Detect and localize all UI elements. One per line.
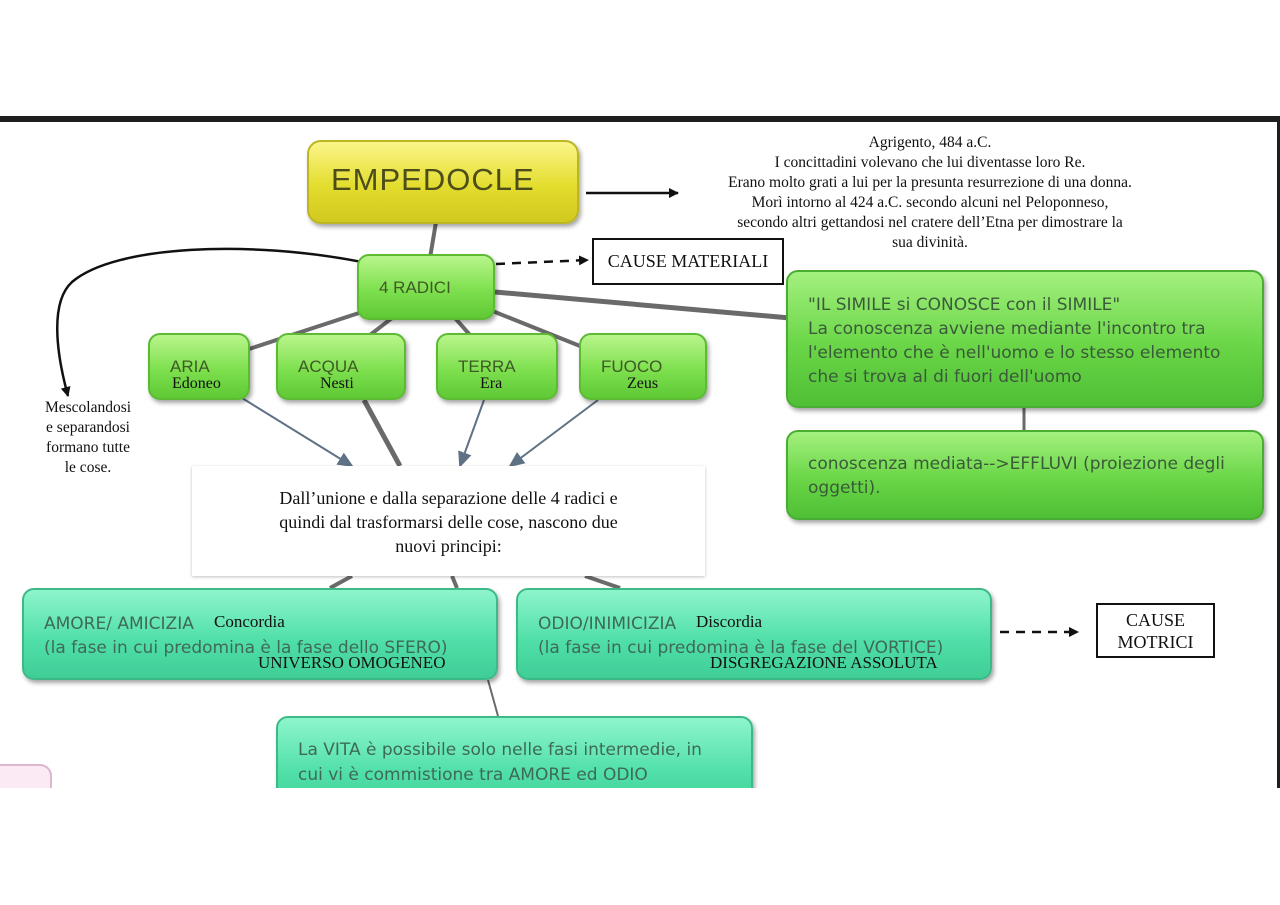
element-god: Edoneo (172, 375, 221, 392)
vita-line: La VITA è possibile solo nelle fasi inte… (298, 740, 702, 760)
mesc-line: Mescolandosi (44, 399, 132, 416)
element-acqua-node[interactable]: ACQUA Nesti (276, 333, 406, 400)
vita-line: cui vi è commistione tra AMORE ed ODIO (298, 765, 648, 785)
element-name: ARIA (170, 357, 210, 376)
simile-line: "IL SIMILE si CONOSCE con il SIMILE" (808, 295, 1121, 315)
page-margin (0, 788, 1280, 905)
arrow-radici-mescolandosi (56, 247, 363, 397)
link-radici-terra (453, 316, 472, 337)
link-union-odio (584, 574, 621, 590)
bio-line: I concittadini volevano che lui diventas… (774, 154, 1086, 171)
link-radici-aria (239, 310, 363, 354)
link-radici-simile (494, 289, 791, 321)
radici-label: 4 RADICI (379, 278, 451, 297)
mescolandosi-text: Mescolandosi e separandosi formano tutte… (30, 398, 146, 478)
element-name: FUOCO (601, 357, 663, 376)
union-line: Dall’unione e dalla separazione delle 4 … (279, 488, 618, 508)
radici-node[interactable]: 4 RADICI (357, 254, 495, 320)
element-god: Nesti (320, 375, 354, 392)
arrow-terra-union (458, 399, 485, 468)
effluvi-text: conoscenza mediata-->EFFLUVI (proiezione… (808, 452, 1225, 500)
empedocle-node[interactable]: EMPEDOCLE (307, 140, 579, 224)
union-box[interactable]: Dall’unione e dalla separazione delle 4 … (192, 466, 705, 576)
arrow-aria-union (241, 397, 354, 468)
amore-node[interactable]: AMORE/ AMICIZIA Concordia (la fase in cu… (22, 588, 498, 680)
bio-line: Morì intorno al 424 a.C. secondo alcuni … (751, 194, 1109, 211)
bio-line: Agrigento, 484 a.C. (868, 134, 992, 151)
window-right-border (1277, 116, 1280, 790)
link-amore-vita (487, 679, 499, 717)
odio-phase: (la fase in cui predomina è la fase del … (538, 638, 944, 658)
link-radici-fuoco (489, 308, 591, 352)
simile-text: "IL SIMILE si CONOSCE con il SIMILE" La … (808, 293, 1220, 389)
bio-line: secondo altri gettandosi nel cratere del… (737, 214, 1123, 231)
cause-materiali-box: CAUSE MATERIALI (592, 238, 784, 285)
link-union-center (450, 575, 459, 589)
effluvi-node[interactable]: conoscenza mediata-->EFFLUVI (proiezione… (786, 430, 1264, 520)
simile-line: l'elemento che è nell'uomo e lo stesso e… (808, 343, 1221, 363)
amore-label: AMORE/ AMICIZIA (44, 614, 194, 634)
link-empedocle-radici (428, 221, 438, 259)
cause-motrici-box: CAUSE MOTRICI (1096, 603, 1215, 658)
odio-node[interactable]: ODIO/INIMICIZIA Discordia (la fase in cu… (516, 588, 992, 680)
element-aria-node[interactable]: ARIA Edoneo (148, 333, 250, 400)
odio-discordia: Discordia (696, 612, 763, 631)
amore-phase: (la fase in cui predomina è la fase dell… (44, 638, 448, 658)
empedocle-label: EMPEDOCLE (331, 162, 535, 197)
link-radici-acqua (368, 316, 394, 337)
cause-materiali-label: CAUSE MATERIALI (607, 251, 769, 271)
element-name: TERRA (458, 357, 516, 376)
union-line: nuovi principi: (395, 536, 502, 556)
vita-text: La VITA è possibile solo nelle fasi inte… (298, 738, 702, 788)
arrow-fuoco-union (508, 399, 599, 468)
simile-line: che si trova al di fuori dell'uomo (808, 367, 1082, 387)
element-name: ACQUA (298, 357, 359, 376)
bio-line: Erano molto grati a lui per la presunta … (728, 174, 1132, 191)
mesc-line: le cose. (64, 459, 112, 476)
element-god: Zeus (627, 375, 659, 392)
odio-caption: DISGREGAZIONE ASSOLUTA (710, 653, 938, 672)
amore-concordia: Concordia (214, 612, 285, 631)
cause-motrici-line: CAUSE (1125, 610, 1185, 630)
link-union-amore (329, 574, 353, 590)
union-line: quindi dal trasformarsi delle cose, nasc… (279, 512, 618, 532)
bio-line: sua divinità. (892, 234, 968, 251)
link-acqua-union (361, 398, 403, 468)
effluvi-line: oggetti). (808, 478, 881, 498)
effluvi-line: conoscenza mediata-->EFFLUVI (proiezione… (808, 454, 1225, 474)
simile-node[interactable]: "IL SIMILE si CONOSCE con il SIMILE" La … (786, 270, 1264, 408)
odio-label: ODIO/INIMICIZIA (538, 614, 677, 634)
cause-motrici-line: MOTRICI (1117, 632, 1194, 652)
amore-caption: UNIVERSO OMOGENEO (258, 653, 446, 672)
element-fuoco-node[interactable]: FUOCO Zeus (579, 333, 707, 400)
simile-line: La conoscenza avviene mediante l'incontr… (808, 319, 1206, 339)
biography-text: Agrigento, 484 a.C. I concittadini volev… (680, 133, 1180, 253)
mesc-line: formano tutte (46, 439, 130, 456)
element-god: Era (480, 375, 503, 392)
mesc-line: e separandosi (46, 419, 130, 436)
element-terra-node[interactable]: TERRA Era (436, 333, 558, 400)
arrow-radici-cause-materiali (495, 255, 589, 266)
window-top-border (0, 116, 1280, 122)
